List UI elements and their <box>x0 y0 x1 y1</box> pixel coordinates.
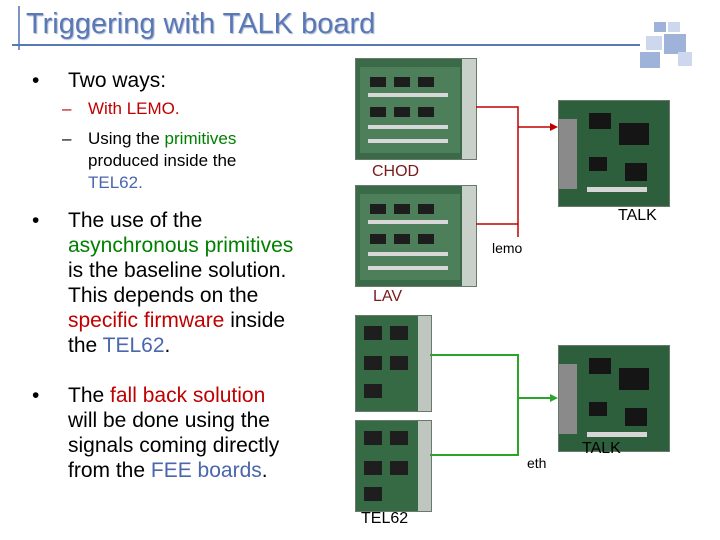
bullet-dot: • <box>32 209 40 232</box>
corner-decoration <box>640 22 700 70</box>
lemo-arrowhead <box>550 123 558 131</box>
lav-label: LAV <box>373 288 403 305</box>
slide-title: Triggering with TALK board <box>26 8 376 40</box>
sub-bullet-primitives: – Using the primitives produced inside t… <box>62 129 237 192</box>
bullet-fallback: • The fall back solution will be done us… <box>32 384 280 482</box>
title-rule-vertical <box>18 6 20 50</box>
tel62-board-image-1 <box>355 315 432 412</box>
eth-line-tel62-2 <box>430 398 519 456</box>
lemo-line-chod <box>476 106 519 237</box>
bullet-dot: • <box>32 384 40 407</box>
tel62-board-image-2 <box>355 420 432 512</box>
bullet-baseline: • The use of the asynchronous primitives… <box>32 209 294 357</box>
title-rule-horizontal <box>12 44 640 46</box>
lav-board-image <box>355 185 477 287</box>
talk-board-image-top <box>558 100 670 207</box>
tel62-label: TEL62 <box>361 510 409 527</box>
bullet-two-ways: • Two ways: <box>32 69 167 92</box>
lemo-label: lemo <box>492 240 523 256</box>
eth-line-tel62-1 <box>430 354 519 398</box>
bullet-dot: • <box>32 69 40 92</box>
eth-label: eth <box>527 455 547 471</box>
chod-label: CHOD <box>372 163 420 180</box>
eth-arrowhead <box>550 394 558 402</box>
talk-board-image-bottom <box>558 345 670 452</box>
chod-board-image <box>355 58 477 160</box>
sub-bullet-lemo: – With LEMO. <box>62 99 180 118</box>
talk-label-top: TALK <box>618 207 657 224</box>
talk-label-bottom: TALK <box>582 440 621 457</box>
